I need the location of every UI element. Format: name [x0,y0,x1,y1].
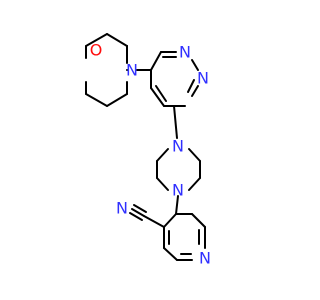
linker-bonds-bottom [175,195,179,215]
morpholine-ring [85,33,128,107]
morpholine-oxygen-atom: O [90,41,103,60]
pyrimidine-nitrogen-atom-1: N [179,43,191,62]
piperazine-ring [156,148,201,191]
pyrimidine-ring [150,51,199,107]
piperazine-nitrogen-atom-1: N [172,137,184,156]
bond [155,85,167,102]
bond [129,212,143,221]
bond [163,213,177,228]
bond [191,59,199,71]
bond [85,33,108,47]
bond [156,148,169,162]
bond [150,87,165,107]
pyridine-nitrogen-atom: N [199,249,211,268]
structure-diagram: O N N N N N N N [85,33,211,268]
bond [175,195,179,215]
bond [150,51,162,71]
linker-bonds-mid [173,105,178,139]
bond [187,79,195,93]
bond [191,213,206,228]
bond [163,247,178,261]
nitrile-nitrogen-atom: N [116,199,128,218]
molecule-drawing: O N N N N N N N [85,33,211,268]
bond [173,105,178,139]
nitrile-group [129,204,165,228]
bond [106,33,128,47]
bond [188,177,201,191]
bond [133,204,147,213]
pyrimidine-nitrogen-atom-2: N [197,69,209,88]
piperazine-nitrogen-atom-2: N [172,181,184,200]
bond [156,177,169,191]
bond [106,93,128,107]
bond [131,208,145,217]
morpholine-nitrogen-atom: N [126,61,138,80]
atom-labels: O N N N N N N N [90,41,211,268]
pyridine-ring [163,213,206,261]
bond [85,93,108,107]
bond [188,148,201,162]
bond [191,85,199,97]
bond [143,215,165,228]
